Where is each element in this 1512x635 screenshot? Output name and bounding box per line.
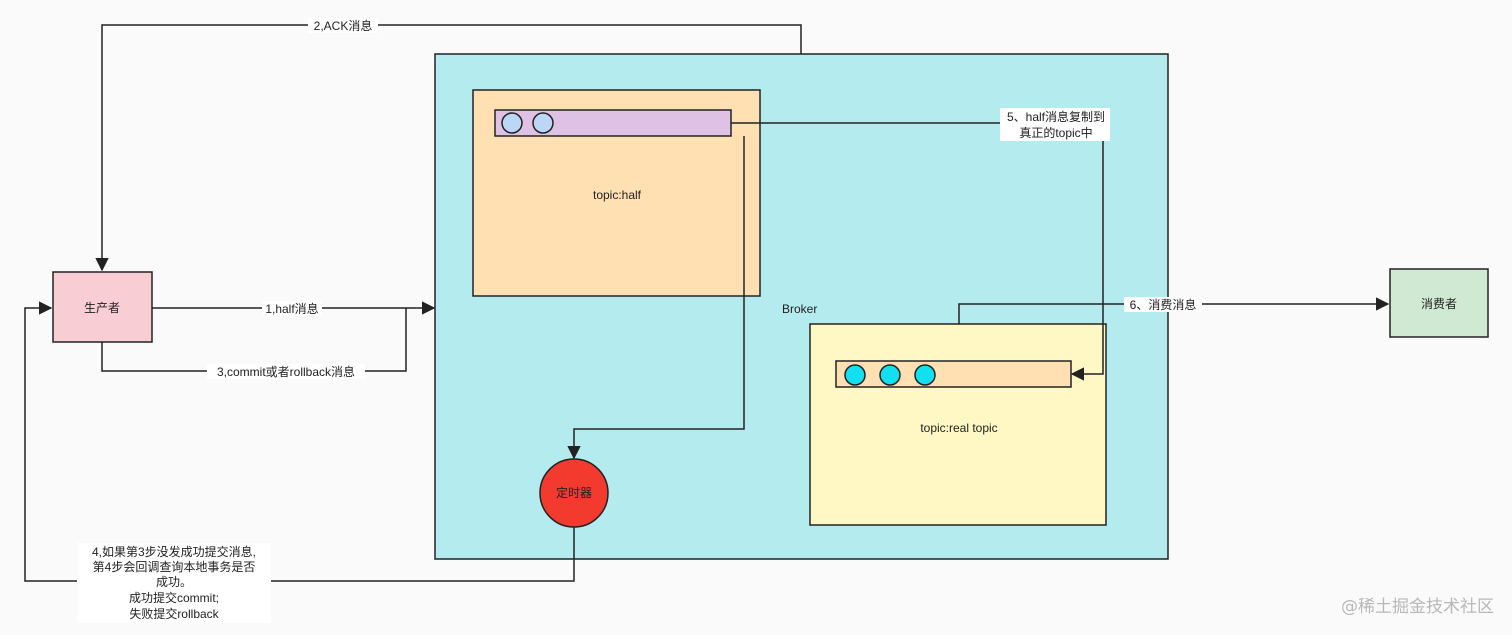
edge-4-label-line5: 失败提交rollback — [129, 606, 219, 621]
real-message — [844, 364, 866, 386]
edge-1-label: 1,half消息 — [265, 301, 318, 316]
topic-real-label: topic:real topic — [920, 421, 997, 435]
topic-real-box — [809, 323, 1107, 526]
half-queue — [494, 109, 732, 137]
edge-half-to-timer — [567, 136, 745, 460]
edge-3-label: 3,commit或者rollback消息 — [217, 364, 355, 379]
edge-4-label-line1: 4,如果第3步没发成功提交消息, — [92, 544, 256, 559]
edge-2-ack — [95, 24, 802, 272]
half-message — [532, 112, 554, 134]
edge-4-label-line3: 成功。 — [156, 575, 192, 589]
edge-6-label: 6、消费消息 — [1130, 297, 1197, 312]
edge-2-label: 2,ACK消息 — [314, 18, 373, 33]
edge-5-label-line1: 5、half消息复制到 — [1007, 109, 1105, 124]
edge-4-label-line4: 成功提交commit; — [129, 590, 219, 605]
consumer-box — [1389, 268, 1489, 338]
real-queue — [835, 360, 1072, 388]
broker-label: Broker — [782, 302, 817, 316]
edge-6-consume — [958, 297, 1390, 324]
real-message — [879, 364, 901, 386]
edge-5-label-line2: 真正的topic中 — [1019, 125, 1092, 140]
timer-label: 定时器 — [556, 485, 592, 500]
watermark: @稀土掘金技术社区 — [1341, 597, 1494, 617]
half-message — [501, 112, 523, 134]
producer-label: 生产者 — [84, 301, 120, 315]
edge-4-label-line2: 第4步会回调查询本地事务是否 — [93, 559, 256, 574]
edge-5-copy — [731, 122, 1104, 381]
edge-4-callback — [24, 301, 575, 582]
consumer-label: 消费者 — [1421, 297, 1457, 311]
producer-box — [52, 271, 153, 343]
real-message — [914, 364, 936, 386]
topic-half-label: topic:half — [593, 188, 642, 202]
